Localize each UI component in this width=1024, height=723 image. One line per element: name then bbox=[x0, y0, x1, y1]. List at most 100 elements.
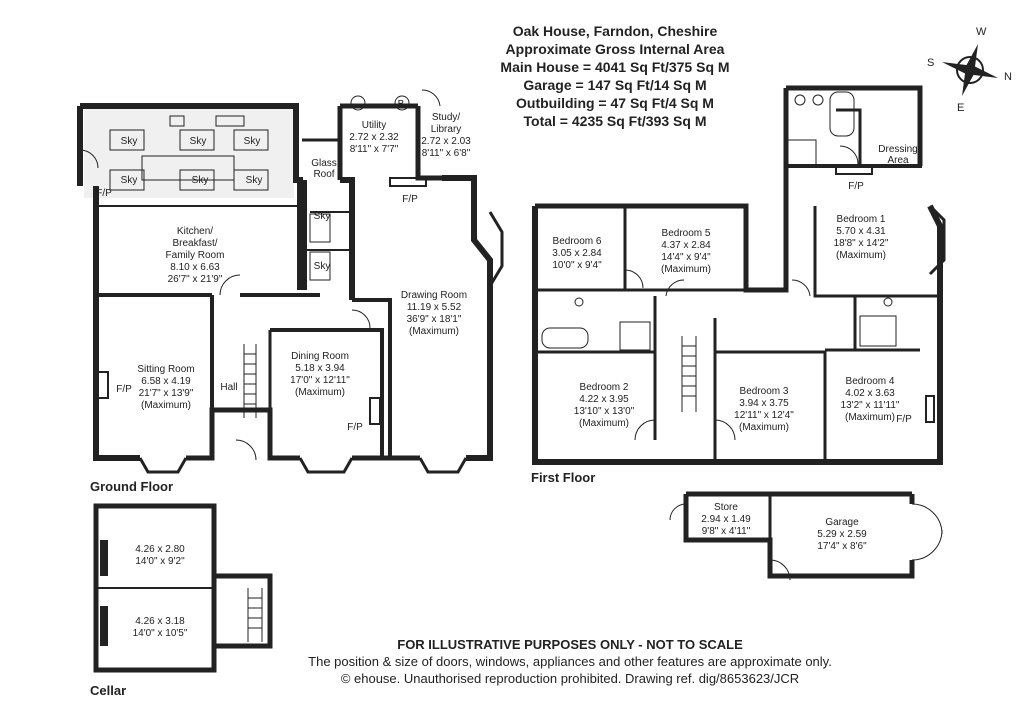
first-floor-label: First Floor bbox=[531, 470, 596, 485]
compass-s: S bbox=[927, 57, 934, 69]
drawing-name: Drawing Room bbox=[401, 290, 467, 301]
dining-imperial: 17'0" x 12'11" bbox=[290, 375, 350, 386]
sitting-note: (Maximum) bbox=[141, 400, 191, 411]
dressing-name2: Area bbox=[887, 155, 909, 166]
bed4-name: Bedroom 4 bbox=[846, 376, 895, 387]
cellar2-imperial: 14'0" x 10'5" bbox=[133, 628, 188, 639]
study-metric: 2.72 x 2.03 bbox=[421, 136, 471, 147]
dressing-name: Dressing bbox=[878, 144, 917, 155]
cellar1-metric: 4.26 x 2.80 bbox=[135, 544, 185, 555]
bed3-imperial: 12'11" x 12'4" bbox=[734, 410, 794, 421]
area-title: Approximate Gross Internal Area bbox=[505, 41, 725, 57]
utility-metric: 2.72 x 2.32 bbox=[349, 132, 399, 143]
bed2-note: (Maximum) bbox=[579, 418, 629, 429]
footer-note: The position & size of doors, windows, a… bbox=[308, 654, 832, 669]
garage-imperial: 17'4" x 8'6" bbox=[817, 541, 867, 552]
disclaimer: FOR ILLUSTRATIVE PURPOSES ONLY - NOT TO … bbox=[397, 637, 743, 652]
bed1-imperial: 18'8" x 14'2" bbox=[834, 238, 889, 249]
study-name2: Library bbox=[431, 124, 462, 135]
total-area: Total = 4235 Sq Ft/393 Sq M bbox=[523, 113, 707, 129]
sky-label-7: Sky bbox=[314, 211, 331, 222]
bed3-note: (Maximum) bbox=[739, 422, 789, 433]
garage-name: Garage bbox=[825, 517, 859, 528]
property-header: Oak House, Farndon, Cheshire Approximate… bbox=[480, 22, 750, 130]
sitting-name: Sitting Room bbox=[137, 364, 194, 375]
bed3-name: Bedroom 3 bbox=[740, 386, 789, 397]
glass-roof-2: Roof bbox=[313, 169, 334, 180]
sky-label-2: Sky bbox=[190, 136, 207, 147]
cellar-plan bbox=[93, 503, 273, 673]
glass-roof-1: Glass bbox=[311, 158, 337, 169]
compass-n: N bbox=[1004, 71, 1012, 83]
garage-labels: Store 2.94 x 1.49 9'8" x 4'11" Garage 5.… bbox=[701, 502, 867, 552]
bed5-name: Bedroom 5 bbox=[662, 228, 711, 239]
sky-label-4: Sky bbox=[121, 175, 138, 186]
sky-label-6: Sky bbox=[246, 175, 263, 186]
sky-label-1: Sky bbox=[121, 136, 138, 147]
bed5-imperial: 14'4" x 9'4" bbox=[661, 252, 711, 263]
bed5-metric: 4.37 x 2.84 bbox=[661, 240, 711, 251]
drawing-metric: 11.19 x 5.52 bbox=[407, 302, 462, 313]
sitting-imperial: 21'7" x 13'9" bbox=[139, 388, 194, 399]
copyright: © ehouse. Unauthorised reproduction proh… bbox=[340, 671, 800, 686]
store-imperial: 9'8" x 4'11" bbox=[702, 526, 751, 537]
bed4-note: (Maximum) bbox=[845, 412, 895, 423]
sky-label-3: Sky bbox=[244, 136, 261, 147]
garage-metric: 5.29 x 2.59 bbox=[817, 529, 867, 540]
drawing-note: (Maximum) bbox=[409, 326, 459, 337]
bed3-metric: 3.94 x 3.75 bbox=[739, 398, 789, 409]
bed2-imperial: 13'10" x 13'0" bbox=[574, 406, 635, 417]
garage-plan bbox=[669, 491, 943, 581]
outbuilding-area: Outbuilding = 47 Sq Ft/4 Sq M bbox=[516, 95, 714, 111]
kitchen-name: Kitchen/ bbox=[177, 226, 213, 237]
study-imperial: 8'11" x 6'8" bbox=[422, 148, 471, 159]
dining-name: Dining Room bbox=[291, 351, 349, 362]
kitchen-imperial: 26'7" x 21'9" bbox=[168, 274, 223, 285]
bed1-name: Bedroom 1 bbox=[837, 214, 886, 225]
bed2-metric: 4.22 x 3.95 bbox=[579, 394, 629, 405]
bed6-imperial: 10'0" x 9'4" bbox=[552, 260, 602, 271]
cellar-labels: 4.26 x 2.80 14'0" x 9'2" 4.26 x 3.18 14'… bbox=[133, 544, 188, 639]
kitchen-metric: 8.10 x 6.63 bbox=[170, 262, 220, 273]
compass-e: E bbox=[957, 102, 964, 114]
sky-label-8: Sky bbox=[314, 261, 331, 272]
kitchen-name2: Breakfast/ bbox=[172, 238, 217, 249]
ground-floor-plan bbox=[77, 89, 504, 474]
fp-bed1: F/P bbox=[848, 181, 864, 192]
compass-letters: W S N E bbox=[927, 26, 1012, 114]
main-house-area: Main House = 4041 Sq Ft/375 Sq M bbox=[500, 59, 730, 75]
utility-name: Utility bbox=[362, 120, 386, 131]
bed4-imperial: 13'2" x 11'11" bbox=[841, 400, 900, 411]
drawing-imperial: 36'9" x 18'1" bbox=[407, 314, 462, 325]
sky-label-5: Sky bbox=[192, 175, 209, 186]
bed6-metric: 3.05 x 2.84 bbox=[552, 248, 602, 259]
footer: FOR ILLUSTRATIVE PURPOSES ONLY - NOT TO … bbox=[260, 636, 880, 687]
bed1-note: (Maximum) bbox=[836, 250, 886, 261]
bed4-metric: 4.02 x 3.63 bbox=[845, 388, 895, 399]
ground-floor-label: Ground Floor bbox=[90, 479, 174, 494]
utility-imperial: 8'11" x 7'7" bbox=[350, 144, 399, 155]
store-name: Store bbox=[714, 502, 738, 513]
fp-bed4: F/P bbox=[896, 414, 912, 425]
cellar-label: Cellar bbox=[90, 683, 127, 698]
first-floor-plan bbox=[532, 85, 946, 465]
first-floor-labels: Bedroom 6 3.05 x 2.84 10'0" x 9'4" Bedro… bbox=[552, 144, 917, 433]
dining-metric: 5.18 x 3.94 bbox=[295, 363, 345, 374]
boiler-label: B bbox=[398, 99, 405, 110]
bed1-metric: 5.70 x 4.31 bbox=[836, 226, 886, 237]
study-name: Study/ bbox=[432, 112, 461, 123]
dining-note: (Maximum) bbox=[295, 387, 345, 398]
hall-label: Hall bbox=[220, 382, 237, 393]
bed6-name: Bedroom 6 bbox=[553, 236, 602, 247]
cellar1-imperial: 14'0" x 9'2" bbox=[135, 556, 185, 567]
sitting-metric: 6.58 x 4.19 bbox=[141, 376, 191, 387]
ground-floor-labels: Utility 2.72 x 2.32 8'11" x 7'7" Study/ … bbox=[96, 99, 471, 433]
kitchen-name3: Family Room bbox=[166, 250, 225, 261]
fp-kitchen: F/P bbox=[96, 188, 112, 199]
compass-w: W bbox=[976, 26, 987, 38]
fp-dining: F/P bbox=[347, 422, 363, 433]
fp-sitting: F/P bbox=[116, 384, 132, 395]
garage-area: Garage = 147 Sq Ft/14 Sq M bbox=[523, 77, 707, 93]
compass-icon bbox=[942, 44, 998, 96]
